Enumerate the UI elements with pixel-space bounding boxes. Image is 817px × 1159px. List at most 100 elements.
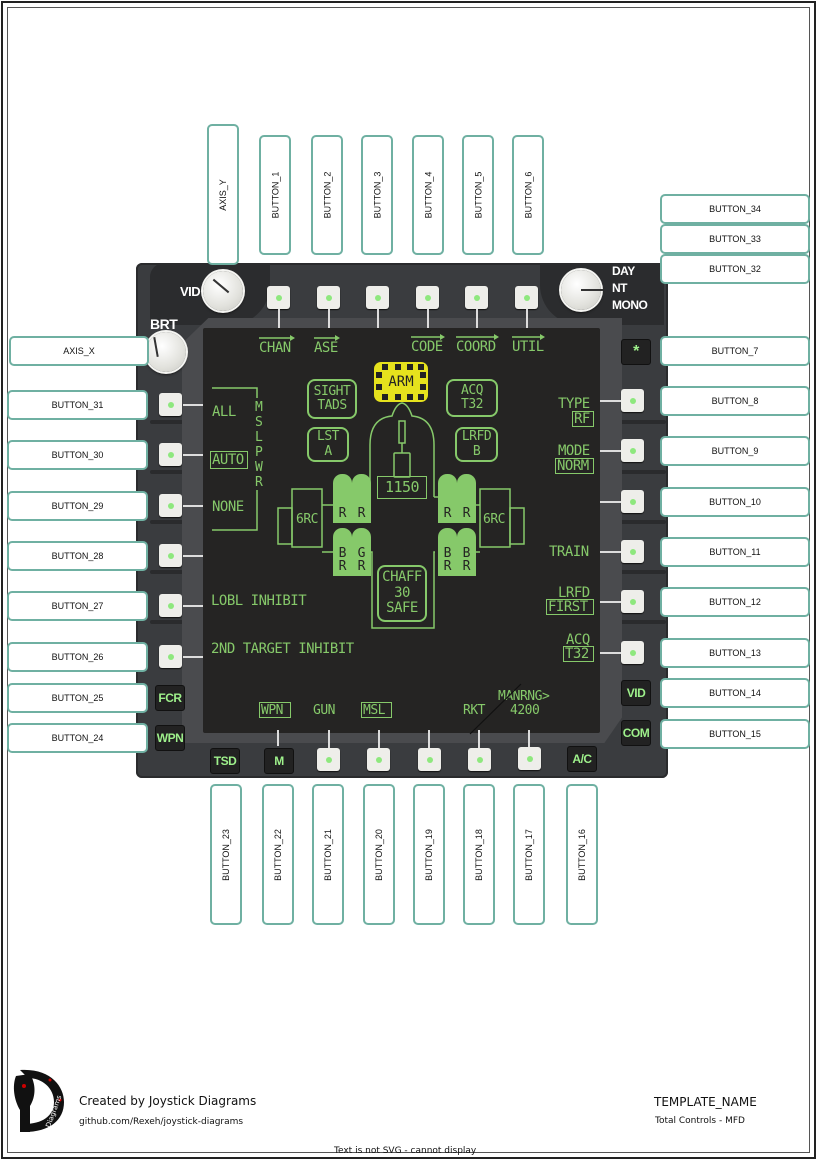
- rocket-pod-left-label: 6RC: [296, 512, 318, 527]
- lrfd-value-box: [546, 599, 594, 615]
- osb-tick: [526, 309, 528, 328]
- osb-button-3[interactable]: [366, 286, 389, 309]
- osb-tick: [183, 555, 203, 557]
- led-indicator: [630, 398, 636, 404]
- bezel-rib: [150, 620, 200, 624]
- osb-button-12[interactable]: [621, 590, 644, 613]
- osb-tick: [528, 730, 530, 747]
- missile-pod: R: [457, 474, 476, 523]
- arm-label: ARM: [388, 374, 414, 390]
- osb-button-2[interactable]: [317, 286, 340, 309]
- day-nt-mono-knob[interactable]: [561, 270, 603, 310]
- bezel-rib: [150, 470, 200, 474]
- vid-knob[interactable]: [203, 271, 243, 311]
- bezel-rib: [618, 470, 666, 474]
- osb-button-1[interactable]: [267, 286, 290, 309]
- osb-tick: [600, 400, 621, 402]
- osb-button-27[interactable]: [159, 594, 182, 617]
- missile-pod: R: [438, 474, 457, 523]
- second-target-inhibit-label: 2ND TARGET INHIBIT: [211, 641, 354, 657]
- osb-tick: [427, 309, 429, 328]
- callout-button-4: BUTTON_4: [412, 135, 444, 255]
- msl-pwr-vertical-label: MSL PWR: [255, 400, 263, 490]
- osb-button-18[interactable]: [468, 748, 491, 771]
- tsd-button[interactable]: TSD: [210, 748, 240, 774]
- mode-nt-label: NT: [612, 281, 628, 295]
- callout-axis-x: AXIS_X: [9, 336, 149, 366]
- osb-tick: [600, 601, 621, 603]
- ac-button[interactable]: A/C: [567, 746, 597, 772]
- template-subtitle: Total Controls - MFD: [655, 1116, 745, 1126]
- vid-knob-label: VID: [180, 284, 201, 299]
- brt-knob[interactable]: [146, 332, 186, 372]
- mode-day-label: DAY: [612, 264, 635, 278]
- osb-button-30[interactable]: [159, 443, 182, 466]
- osb-tick: [183, 656, 203, 658]
- callout-button-30: BUTTON_30: [7, 440, 148, 470]
- callout-button-14: BUTTON_14: [660, 678, 810, 708]
- fcr-button[interactable]: FCR: [155, 685, 185, 711]
- osb-tick: [378, 730, 380, 748]
- led-indicator: [168, 603, 174, 609]
- osb-button-26[interactable]: [159, 645, 182, 668]
- led-indicator: [524, 295, 530, 301]
- bezel-rib: [150, 520, 200, 524]
- osb-button-19[interactable]: [418, 748, 441, 771]
- osb-button-20[interactable]: [367, 748, 390, 771]
- callout-button-23: BUTTON_23: [210, 784, 242, 925]
- vid-button[interactable]: VID: [621, 680, 651, 706]
- github-link[interactable]: github.com/Rexeh/joystick-diagrams: [79, 1117, 244, 1127]
- msl-pwr-auto-box: [210, 451, 248, 469]
- callout-button-13: BUTTON_13: [660, 638, 810, 668]
- osb-button-13[interactable]: [621, 641, 644, 664]
- m-button[interactable]: M: [264, 748, 294, 774]
- gun-rounds: 1150: [384, 478, 420, 496]
- manrng-value: 4200: [510, 703, 540, 718]
- osb-button-31[interactable]: [159, 393, 182, 416]
- osb-button-8[interactable]: [621, 389, 644, 412]
- callout-button-7: BUTTON_7: [660, 336, 810, 366]
- gun-turret: [393, 452, 411, 478]
- led-indicator: [326, 757, 332, 763]
- callout-button-28: BUTTON_28: [7, 541, 148, 571]
- callout-button-2: BUTTON_2: [311, 135, 343, 255]
- wpn-button[interactable]: WPN: [155, 725, 185, 751]
- osb-label-coord: COORD: [456, 339, 496, 355]
- osb-label-util: UTIL: [512, 339, 544, 355]
- joystick-diagrams-logo: Diagrams: [13, 1069, 64, 1132]
- callout-button-25: BUTTON_25: [7, 683, 148, 713]
- callout-button-31: BUTTON_31: [7, 390, 148, 420]
- osb-button-21[interactable]: [317, 748, 340, 771]
- osb-button-5[interactable]: [465, 286, 488, 309]
- osb-button-9[interactable]: [621, 439, 644, 462]
- callout-axis-y: AXIS_Y: [207, 124, 239, 265]
- osb-button-29[interactable]: [159, 494, 182, 517]
- osb-button-4[interactable]: [416, 286, 439, 309]
- wpn-tab: WPN: [261, 703, 283, 718]
- train-label: TRAIN: [549, 544, 589, 560]
- callout-button-22: BUTTON_22: [262, 784, 294, 925]
- osb-button-28[interactable]: [159, 544, 182, 567]
- type-value: RF: [574, 411, 590, 427]
- bezel-rib: [150, 420, 200, 424]
- msl-tab-box: [361, 702, 392, 718]
- osb-tick: [183, 605, 203, 607]
- osb-button-6[interactable]: [515, 286, 538, 309]
- osb-tick: [478, 730, 480, 748]
- asterisk-button[interactable]: *: [621, 339, 651, 365]
- page-frame-inner: [7, 7, 810, 1153]
- osb-button-10[interactable]: [621, 490, 644, 513]
- osb-button-11[interactable]: [621, 540, 644, 563]
- callout-button-1: BUTTON_1: [259, 135, 291, 255]
- osb-button-17[interactable]: [518, 747, 541, 770]
- callout-button-18: BUTTON_18: [463, 784, 495, 925]
- led-indicator: [168, 503, 174, 509]
- callout-button-8: BUTTON_8: [660, 386, 810, 416]
- wpn-tab-box: [259, 702, 291, 718]
- msl-pwr-bracket: [212, 490, 258, 531]
- com-button[interactable]: COM: [621, 720, 651, 746]
